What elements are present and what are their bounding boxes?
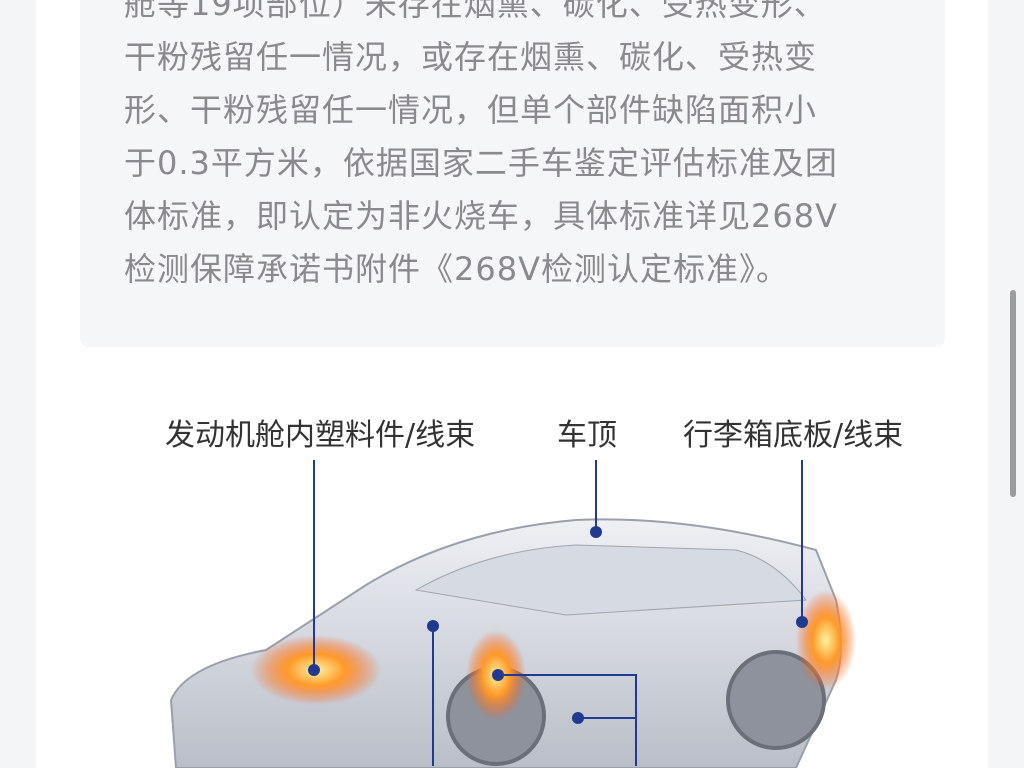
car-windows [414, 544, 807, 616]
paragraph-line: 检测保障承诺书附件《268V检测认定标准》。 [124, 250, 789, 288]
label-trunk-floor: 行李箱底板/线束 [683, 418, 904, 453]
paragraph-line: 干粉残留任一情况，或存在烟熏、碳化、受热变 [124, 38, 818, 76]
scrollbar[interactable] [1010, 290, 1016, 497]
label-roof: 车顶 [557, 418, 617, 453]
leader-lines [313, 460, 803, 766]
paragraph-line: 于0.3平方米，依据国家二手车鉴定评估标准及团 [124, 144, 838, 182]
label-engine-bay: 发动机舱内塑料件/线束 [165, 418, 476, 453]
car-inspection-diagram [169, 460, 856, 768]
standard-note-box [80, 0, 945, 347]
paragraph-line: 形、干粉残留任一情况，但单个部件缺陷面积小 [124, 91, 818, 129]
paragraph-line: 体标准，即认定为非火烧车，具体标准详见268V [124, 197, 838, 235]
standard-description: 舱等19项部位）未存在烟熏、碳化、受热变形、 干粉残留任一情况，或存在烟熏、碳化… [124, 0, 894, 296]
paragraph-line: 舱等19项部位）未存在烟熏、碳化、受热变形、 [124, 0, 827, 23]
fire-icon [796, 590, 856, 690]
marker-dots [308, 526, 808, 724]
rear-wheel [726, 650, 826, 750]
